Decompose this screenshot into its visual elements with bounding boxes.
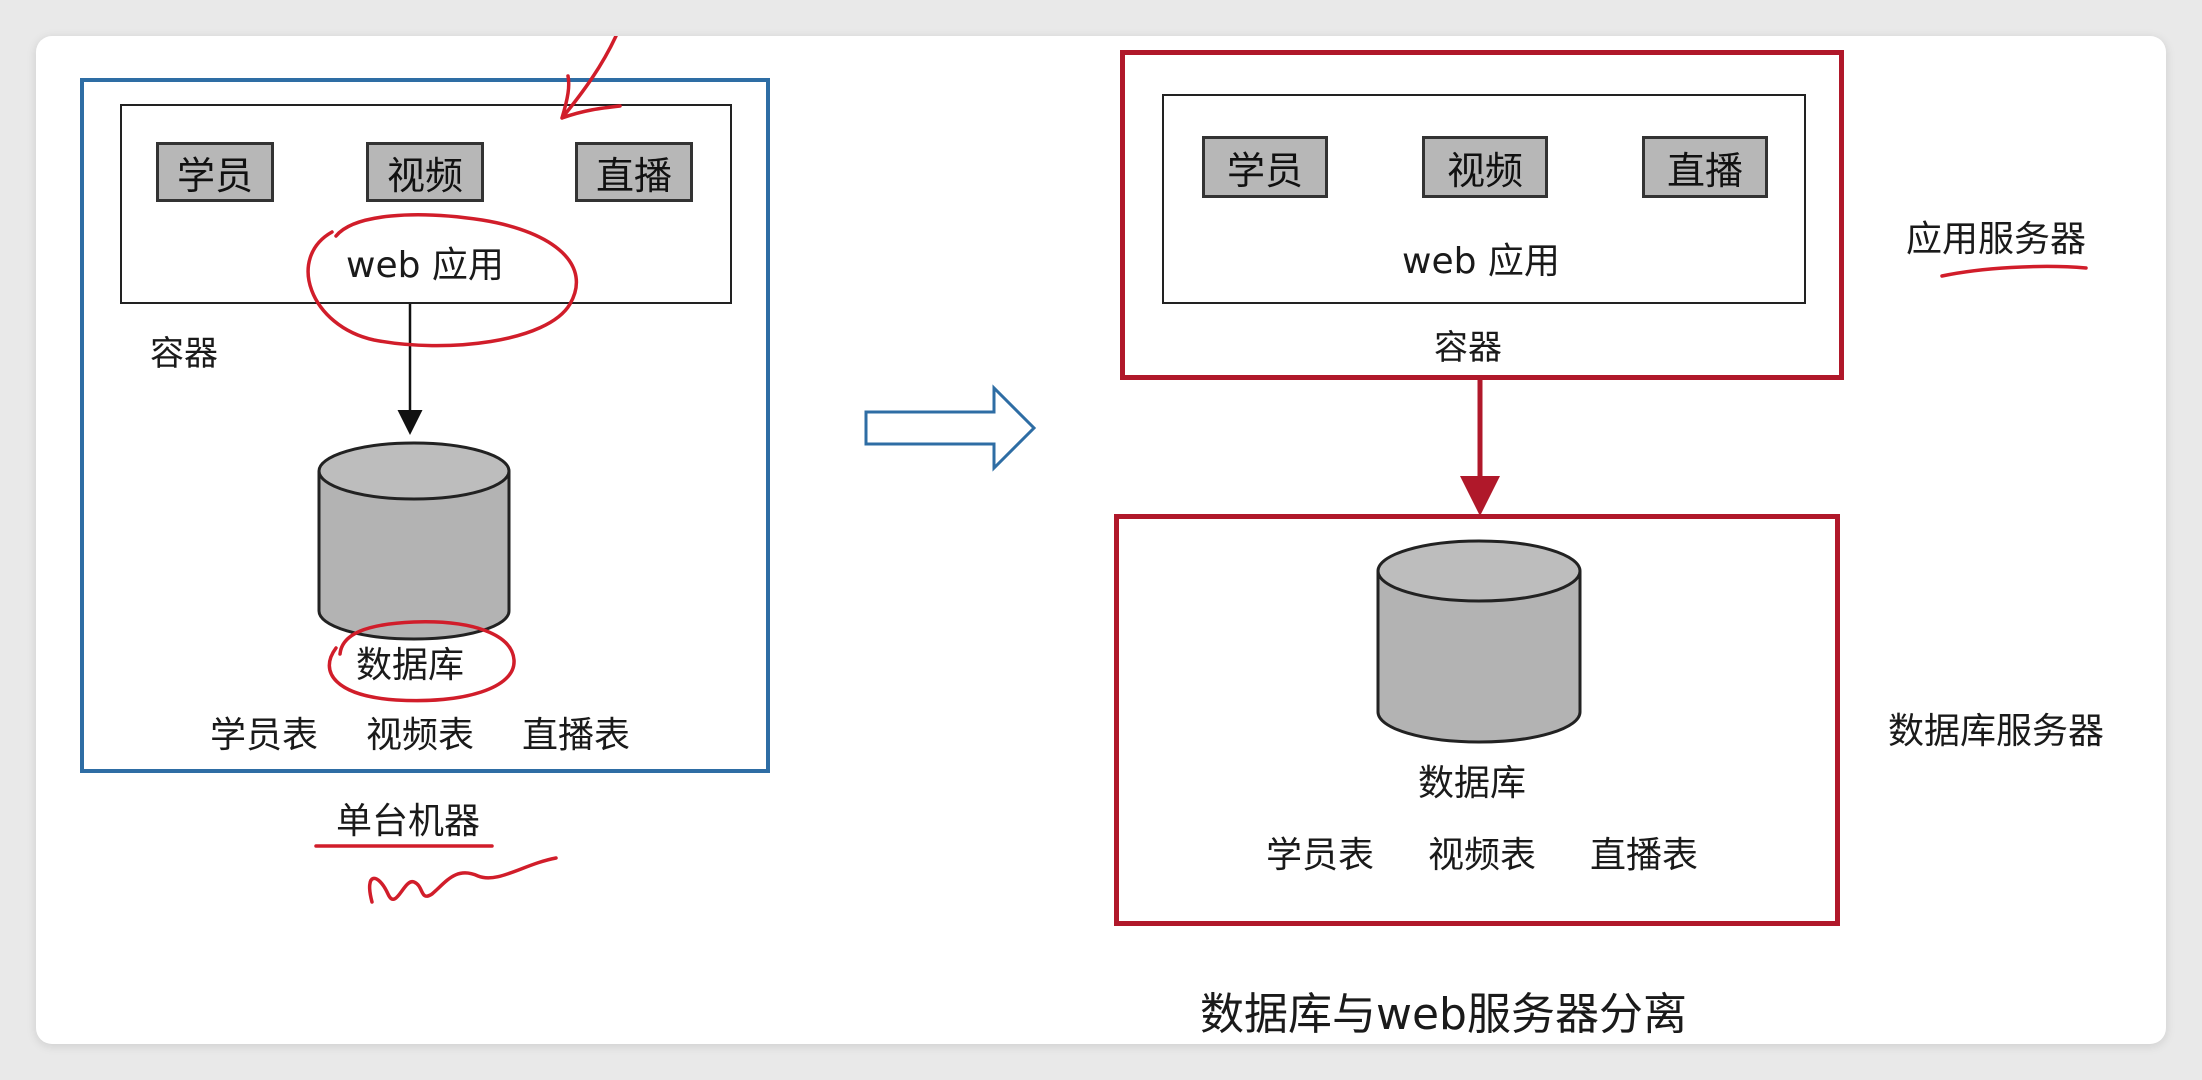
right-module-student: 学员 xyxy=(1202,136,1328,198)
single-machine-caption: 单台机器 xyxy=(336,801,481,842)
right-web-app-label: web 应用 xyxy=(1402,241,1560,282)
annotation-squiggle xyxy=(367,856,558,904)
left-module-live: 直播 xyxy=(575,142,693,202)
right-database-label: 数据库 xyxy=(1418,763,1527,804)
right-module-video: 视频 xyxy=(1422,136,1548,198)
left-container-label: 容器 xyxy=(150,334,218,374)
left-module-video: 视频 xyxy=(366,142,484,202)
app-server-frame xyxy=(1120,50,1844,380)
annotation-circle-web-app xyxy=(306,213,578,348)
left-database-cylinder-icon xyxy=(317,441,511,641)
annotation-circle-database xyxy=(327,620,516,703)
diagram-graphics xyxy=(306,36,2088,904)
left-module-student: 学员 xyxy=(156,142,274,202)
left-web-app-label: web 应用 xyxy=(346,245,504,286)
single-machine-frame xyxy=(80,78,770,773)
right-container-label: 容器 xyxy=(1434,328,1502,368)
annotation-pointer-arrow xyxy=(560,36,622,120)
right-table-student: 学员表 xyxy=(1266,835,1375,876)
left-table-live: 直播表 xyxy=(522,715,631,756)
separation-caption: 数据库与web服务器分离 xyxy=(1200,989,1687,1040)
right-table-video: 视频表 xyxy=(1428,835,1537,876)
right-container-box xyxy=(1162,94,1806,304)
left-table-student: 学员表 xyxy=(210,715,319,756)
right-module-live: 直播 xyxy=(1642,136,1768,198)
slide-card: 学员 视频 直播 web 应用 容器 数据库 学员表 视频表 直播表 单台机器 … xyxy=(36,36,2166,1044)
left-database-label: 数据库 xyxy=(356,645,465,686)
db-server-label: 数据库服务器 xyxy=(1888,711,2105,752)
right-table-live: 直播表 xyxy=(1590,835,1699,876)
db-server-frame xyxy=(1114,514,1840,926)
transition-block-arrow xyxy=(864,384,1037,472)
app-server-label: 应用服务器 xyxy=(1906,219,2087,260)
annotation-underline-app-server xyxy=(1940,264,2088,278)
left-container-box xyxy=(120,104,732,304)
left-table-video: 视频表 xyxy=(366,715,475,756)
right-database-cylinder-icon xyxy=(1376,539,1582,744)
